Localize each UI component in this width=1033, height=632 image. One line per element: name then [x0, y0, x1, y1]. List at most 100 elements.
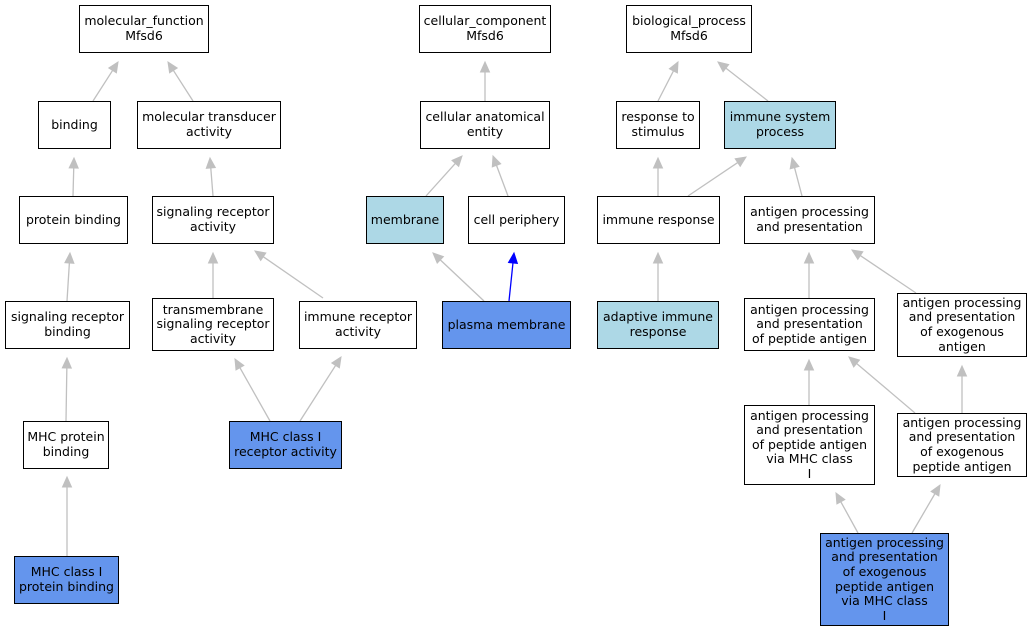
edge-arrowhead: [64, 251, 75, 264]
node-plasma-membrane: plasma membrane: [442, 301, 571, 349]
node-response-to-stimulus: response to stimulus: [616, 101, 700, 149]
edge-line: [425, 162, 456, 197]
edge-sig_rec_binding-to-protein_binding: [64, 251, 75, 302]
edge-line: [793, 167, 803, 197]
node-antigen-processing-exogenous-peptide-antigen: antigen processing and presentation of e…: [897, 413, 1027, 477]
edge-mhc1_protein_binding-to-mhc_protein_binding: [61, 475, 73, 556]
edge-line: [172, 70, 194, 102]
edge-arrowhead: [432, 252, 445, 264]
edge-cell_anat-to-cc_root: [479, 60, 491, 101]
node-antigen-processing-peptide-antigen: antigen processing and presentation of p…: [744, 298, 875, 351]
edge-arrowhead: [835, 491, 846, 505]
edge-mhc_protein_binding-to-sig_rec_binding: [61, 356, 73, 422]
edge-arrowhead: [207, 251, 219, 264]
edge-arrowhead: [930, 483, 941, 497]
edge-ag_exo_pep_mhc1-to-ag_exo_pep: [911, 483, 941, 534]
edge-arrowhead: [507, 251, 519, 264]
edge-line: [210, 167, 214, 197]
edge-line: [66, 262, 71, 302]
edge-line: [65, 367, 68, 422]
node-mhc-class-i-protein-binding: MHC class I protein binding: [14, 556, 119, 604]
edge-line: [911, 493, 936, 534]
node-cellular-anatomical-entity: cellular anatomical entity: [420, 101, 550, 149]
edge-arrowhead: [479, 60, 491, 73]
node-immune-receptor-activity: immune receptor activity: [299, 301, 417, 349]
edge-arrowhead: [734, 156, 748, 168]
edge-arrowhead: [330, 355, 342, 369]
node-molecular-function-mfsd6: molecular_function Mfsd6: [79, 5, 209, 53]
node-mhc-class-i-receptor-activity: MHC class I receptor activity: [229, 421, 342, 469]
edge-arrowhead: [717, 61, 730, 73]
edge-line: [92, 70, 114, 102]
node-signaling-receptor-binding: signaling receptor binding: [5, 301, 130, 349]
edge-arrowhead: [234, 357, 245, 371]
edge-immune_resp-to-immune_sys: [687, 156, 748, 197]
edge-arrowhead: [652, 156, 664, 169]
edge-line: [495, 165, 509, 197]
edge-arrowhead: [491, 154, 502, 168]
edge-line: [657, 70, 675, 102]
edge-ag_exo_pep-to-ag_pep: [848, 356, 916, 414]
node-biological-process-mfsd6: biological_process Mfsd6: [626, 5, 752, 53]
edge-mhc1_receptor-to-immune_rec: [299, 355, 342, 422]
edge-ag_exo_pep-to-ag_exo: [956, 364, 968, 413]
edge-immune_sys-to-bp_root: [717, 61, 769, 102]
edge-protein_binding-to-binding: [68, 156, 79, 197]
edge-line: [299, 365, 337, 422]
edge-arrowhead: [61, 356, 73, 369]
edge-arrowhead: [803, 358, 815, 371]
node-mhc-protein-binding: MHC protein binding: [23, 421, 109, 469]
edge-adaptive-to-immune_resp: [652, 251, 664, 301]
edge-arrowhead: [61, 475, 73, 488]
edge-immune_resp-to-resp_stimulus: [652, 156, 664, 196]
node-antigen-processing-and-presentation: antigen processing and presentation: [744, 196, 875, 244]
node-membrane: membrane: [366, 196, 444, 244]
edge-ag_exo_pep_mhc1-to-ag_pep_mhc1: [835, 491, 859, 534]
edge-cell_periphery-to-cell_anat: [491, 154, 509, 197]
edge-line: [687, 162, 739, 197]
edge-plasma_membrane-to-cell_periphery: [507, 251, 519, 302]
node-molecular-transducer-activity: molecular transducer activity: [137, 101, 281, 149]
edge-line: [262, 256, 324, 299]
edge-plasma_membrane-to-membrane: [432, 252, 485, 302]
node-signaling-receptor-activity: signaling receptor activity: [152, 196, 274, 244]
edge-arrowhead: [956, 364, 968, 377]
edge-arrowhead: [789, 156, 800, 170]
edge-arrowhead: [167, 60, 179, 74]
node-antigen-processing-peptide-antigen-mhc-class-i: antigen processing and presentation of p…: [744, 405, 875, 485]
edge-arrowhead: [451, 155, 463, 168]
edge-ag_proc-to-immune_sys: [789, 156, 803, 197]
edge-arrowhead: [803, 251, 815, 264]
node-transmembrane-signaling-receptor-activity: transmembrane signaling receptor activit…: [152, 298, 274, 351]
edge-tm_sig_rec-to-sig_rec_activity: [207, 251, 219, 298]
node-adaptive-immune-response: adaptive immune response: [597, 301, 719, 349]
edge-sig_rec_activity-to-mol_transducer: [205, 156, 217, 197]
edge-ag_pep_mhc1-to-ag_pep: [803, 358, 815, 405]
edge-arrowhead: [205, 156, 217, 169]
edge-binding-to-mf_root: [92, 60, 119, 102]
edge-line: [72, 167, 75, 197]
edge-line: [840, 501, 859, 534]
edge-arrowhead: [652, 251, 664, 264]
edge-line: [508, 262, 514, 302]
edge-arrowhead: [68, 156, 79, 169]
edge-ag_pep-to-ag_proc: [803, 251, 815, 298]
edge-membrane-to-cell_anat: [425, 155, 463, 197]
edge-resp_stimulus-to-bp_root: [657, 60, 679, 102]
edge-line: [239, 367, 271, 422]
edge-mhc1_receptor-to-tm_sig_rec: [234, 357, 271, 422]
node-protein-binding: protein binding: [19, 196, 128, 244]
edge-line: [856, 362, 916, 414]
edge-line: [859, 255, 917, 294]
node-immune-system-process: immune system process: [724, 101, 836, 149]
edge-line: [439, 259, 485, 302]
node-cellular-component-mfsd6: cellular_component Mfsd6: [419, 5, 551, 53]
edge-arrowhead: [848, 356, 861, 368]
edge-line: [725, 67, 769, 102]
node-antigen-processing-exogenous-antigen: antigen processing and presentation of e…: [897, 293, 1027, 357]
node-immune-response: immune response: [597, 196, 720, 244]
node-antigen-processing-exogenous-peptide-antigen-mhc-class-i: antigen processing and presentation of e…: [820, 533, 949, 626]
edge-immune_rec-to-sig_rec_activity: [253, 250, 324, 299]
edge-arrowhead: [850, 249, 864, 261]
